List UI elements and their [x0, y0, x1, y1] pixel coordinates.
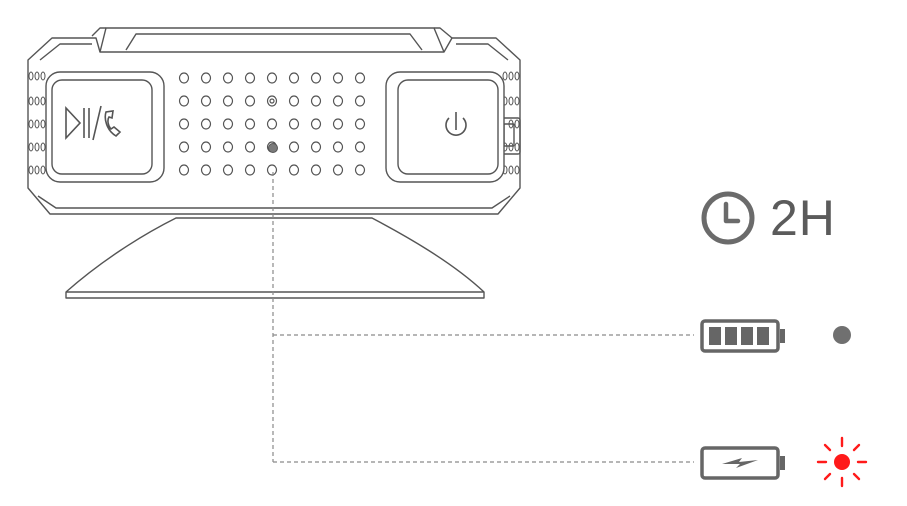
led-off-dot-icon: [833, 326, 851, 344]
led-red-blinking-icon: [816, 436, 868, 488]
grille-hole: [222, 118, 234, 130]
speaker-stand: [65, 217, 485, 299]
led-indicator: [268, 143, 278, 153]
grille-hole: [288, 141, 300, 153]
microphone-hole: [269, 98, 275, 104]
grille-hole: [354, 72, 366, 84]
grille-hole: [244, 95, 256, 107]
left-side-vents: [28, 71, 46, 175]
grille-hole: [178, 141, 190, 153]
grille-hole: [244, 72, 256, 84]
grille-hole: [266, 72, 278, 84]
grille-hole: [222, 141, 234, 153]
grille-hole: [200, 164, 212, 176]
grille-hole: [310, 72, 322, 84]
grille-hole: [332, 95, 344, 107]
leader-lines: [272, 172, 694, 463]
battery-charging-icon: [700, 446, 785, 480]
grille-hole: [310, 118, 322, 130]
charge-time: 2H: [700, 188, 836, 248]
grille-hole: [310, 141, 322, 153]
grille-hole: [244, 164, 256, 176]
power-icon: [445, 112, 467, 136]
grille-hole: [332, 118, 344, 130]
power-button: [385, 71, 505, 183]
grille-hole: [266, 118, 278, 130]
grille-hole: [178, 95, 190, 107]
grille-hole: [332, 72, 344, 84]
grille-hole: [200, 95, 212, 107]
grille-hole: [178, 72, 190, 84]
grille-hole: [222, 72, 234, 84]
grille-hole: [332, 164, 344, 176]
grille-hole: [354, 95, 366, 107]
battery-full-icon: [700, 319, 785, 353]
right-side-vents: [502, 71, 520, 175]
grille-hole: [244, 118, 256, 130]
grille-hole: [222, 164, 234, 176]
play-pause-call-icon: [65, 105, 122, 141]
grille-hole: [288, 164, 300, 176]
play-pause-call-button: [45, 71, 165, 183]
grille-hole: [178, 164, 190, 176]
grille-hole: [266, 164, 278, 176]
grille-hole: [354, 141, 366, 153]
grille-hole: [288, 95, 300, 107]
grille-hole: [354, 164, 366, 176]
grille-hole: [200, 118, 212, 130]
speaker-grille: [178, 72, 366, 176]
charge-time-label: 2H: [770, 190, 836, 246]
grille-hole: [354, 118, 366, 130]
grille-hole: [288, 118, 300, 130]
grille-hole: [200, 141, 212, 153]
grille-hole: [310, 164, 322, 176]
clock-icon: [701, 191, 755, 245]
grille-hole: [332, 141, 344, 153]
grille-hole: [244, 141, 256, 153]
grille-hole: [222, 95, 234, 107]
grille-hole: [178, 118, 190, 130]
grille-hole: [310, 95, 322, 107]
grille-hole: [288, 72, 300, 84]
grille-hole: [200, 72, 212, 84]
